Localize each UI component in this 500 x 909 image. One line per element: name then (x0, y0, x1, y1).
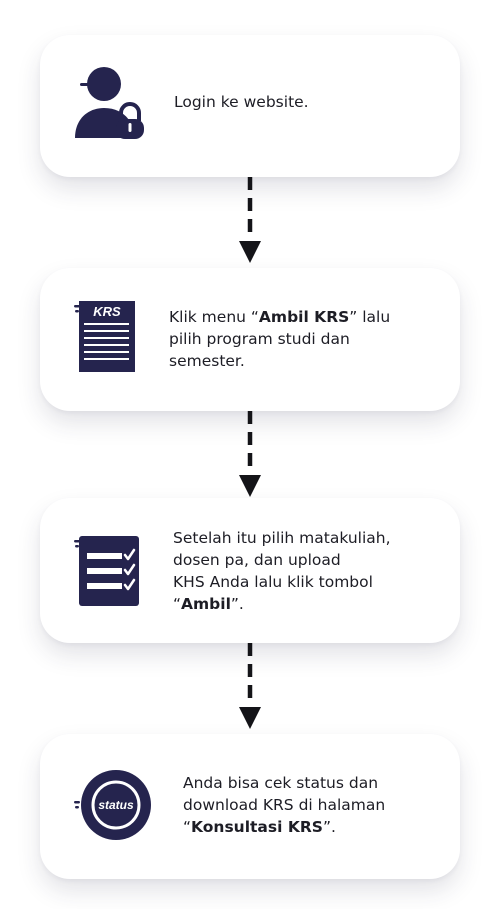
step-4-text: Anda bisa cek status dan download KRS di … (183, 772, 385, 838)
dashed-connector-1 (239, 177, 261, 263)
step-text-run: pilih program studi dan (169, 330, 350, 348)
step-text-run: “ (173, 595, 182, 613)
step-3-text: Setelah itu pilih matakuliah, dosen pa, d… (173, 527, 391, 615)
step-text-run: ” lalu (349, 308, 391, 326)
status-badge-label: status (98, 798, 134, 812)
step-text-run: Login ke website. (174, 93, 309, 111)
checklist-icon (74, 536, 139, 606)
step-text-run: Setelah itu pilih matakuliah, (173, 529, 391, 547)
step-card-3: Setelah itu pilih matakuliah, dosen pa, d… (40, 498, 460, 643)
step-text-run: ”. (230, 595, 244, 613)
step-text-run: Klik menu “ (169, 308, 259, 326)
step-text-run: KHS Anda lalu klik tombol (173, 573, 373, 591)
arrow-down-icon (239, 475, 261, 497)
step-card-4: status Anda bisa cek status dan download … (40, 734, 460, 879)
step-text-run: semester. (169, 352, 245, 370)
arrow-down-icon (239, 241, 261, 263)
step-text-run: Anda bisa cek status dan (183, 774, 379, 792)
step-text-run: download KRS di halaman (183, 796, 386, 814)
step-card-2: KRS Klik menu “Ambil KRS” lalu pilih prog… (40, 268, 460, 411)
step-text-bold: Ambil KRS (258, 308, 350, 326)
step-text-bold: Ambil (181, 595, 231, 613)
step-text-bold: Konsultasi KRS (191, 818, 323, 836)
krs-document-icon: KRS (74, 301, 135, 372)
step-text-run: ”. (322, 818, 336, 836)
step-text-run: “ (183, 818, 192, 836)
krs-badge-label: KRS (93, 304, 121, 319)
dashed-connector-2 (239, 411, 261, 497)
dashed-connector-3 (239, 643, 261, 729)
step-text-run: dosen pa, dan upload (173, 551, 341, 569)
status-badge-icon: status (74, 770, 151, 840)
arrow-down-icon (239, 707, 261, 729)
step-card-1: Login ke website. (40, 35, 460, 177)
step-1-text: Login ke website. (174, 91, 309, 113)
user-lock-icon (75, 67, 144, 139)
step-2-text: Klik menu “Ambil KRS” lalu pilih program … (169, 306, 390, 372)
